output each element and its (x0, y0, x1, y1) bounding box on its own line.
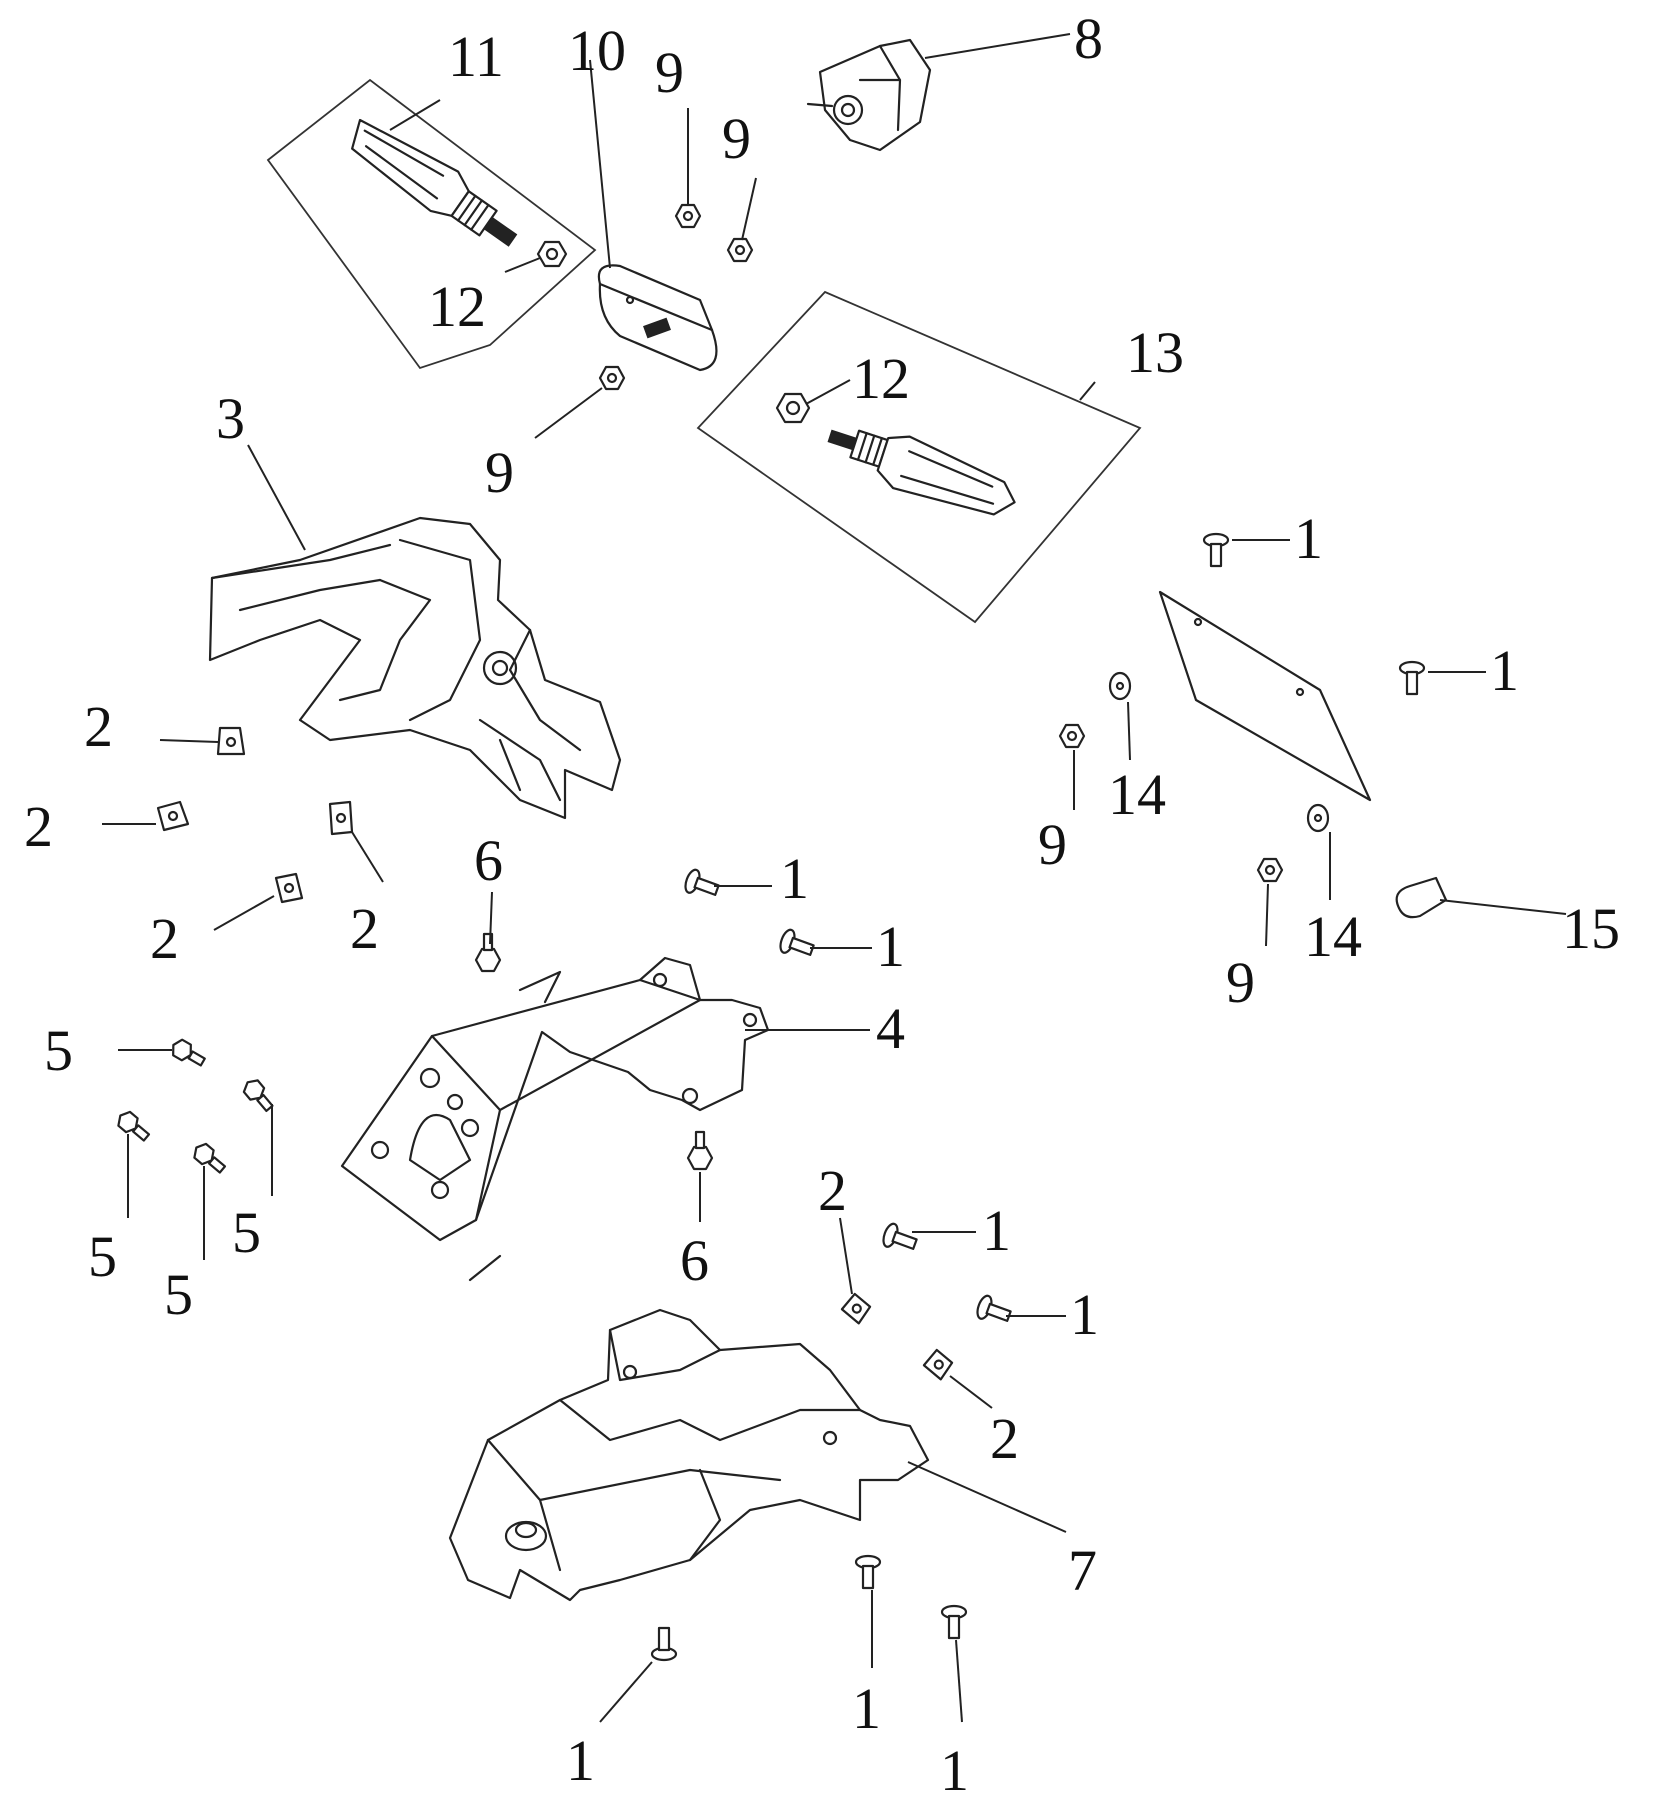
clip-nut-2-e (840, 1292, 872, 1325)
callout-9-top-b: 9 (722, 106, 751, 171)
nut-9-a (674, 203, 702, 229)
callout-6-bottom: 6 (680, 1228, 709, 1293)
flange-bolt-5-d (193, 1142, 227, 1174)
rear-cover-part-3 (208, 444, 622, 820)
callout-2-c: 2 (350, 896, 379, 961)
bolt-1-a (1202, 532, 1230, 568)
nut-9-e (1256, 857, 1284, 883)
callout-9-right-b: 9 (1226, 950, 1255, 1015)
turn-signal-left-assembly (266, 78, 597, 370)
callout-5-a: 5 (44, 1018, 73, 1083)
callout-1-i: 1 (566, 1728, 595, 1793)
callout-1-a: 1 (1294, 506, 1323, 571)
callout-9-right-a: 9 (1038, 812, 1067, 877)
washer-14-b (1306, 803, 1330, 833)
clip-nut-2-c (328, 800, 354, 836)
callout-13: 13 (1126, 320, 1184, 385)
callout-14-b: 14 (1304, 904, 1362, 969)
callout-1-d: 1 (876, 914, 905, 979)
callout-1-c: 1 (780, 846, 809, 911)
callout-9-top-a: 9 (655, 40, 684, 105)
callout-5-b: 5 (232, 1200, 261, 1265)
clip-nut-2-f (922, 1348, 954, 1381)
callout-5-c: 5 (88, 1224, 117, 1289)
callout-2-d: 2 (150, 906, 179, 971)
bolt-6-top (474, 932, 502, 973)
callout-1-h: 1 (940, 1738, 969, 1803)
clip-nut-2-a (216, 726, 246, 756)
nut-9-c (598, 365, 626, 391)
clip-nut-2-d (274, 872, 304, 904)
callout-5-d: 5 (164, 1262, 193, 1327)
callout-7: 7 (1068, 1538, 1097, 1603)
callout-1-b: 1 (1490, 638, 1519, 703)
callout-1-e: 1 (982, 1198, 1011, 1263)
bolt-1-b (1398, 660, 1426, 696)
nut-9-b (726, 237, 754, 263)
callout-12-left: 12 (428, 274, 486, 339)
callout-3: 3 (216, 386, 245, 451)
callout-6-top: 6 (474, 828, 503, 893)
bar-part-10 (589, 59, 718, 372)
callout-11: 11 (448, 24, 504, 89)
tail-light-part-8 (806, 33, 1071, 152)
bolt-1-d (779, 928, 815, 956)
turn-signal-right-assembly (696, 290, 1142, 624)
bolt-1-i (650, 1626, 678, 1662)
flange-bolt-5-b (242, 1079, 274, 1113)
callout-12-right: 12 (852, 346, 910, 411)
callout-9-mid: 9 (485, 440, 514, 505)
callout-2-a: 2 (84, 694, 113, 759)
callout-14-a: 14 (1108, 762, 1166, 827)
flange-bolt-5-a (172, 1038, 206, 1067)
callout-1-f: 1 (1070, 1282, 1099, 1347)
nut-12-right (775, 392, 811, 424)
nut-12-left (536, 240, 568, 268)
callout-2-f: 2 (990, 1406, 1019, 1471)
callout-8: 8 (1074, 6, 1103, 71)
bolt-1-c (684, 868, 720, 896)
callout-4: 4 (876, 996, 905, 1061)
bolt-6-bottom (686, 1130, 714, 1171)
callout-15: 15 (1562, 896, 1620, 961)
callout-10: 10 (568, 18, 626, 83)
bolt-1-g (854, 1554, 882, 1590)
callout-labels: 11 10 9 9 8 12 12 13 3 9 1 1 2 2 2 2 6 1… (24, 6, 1620, 1803)
bracket-part-4 (340, 956, 870, 1282)
nut-9-d (1058, 723, 1086, 749)
bolt-1-f (976, 1294, 1012, 1322)
rear-fender-part-7 (448, 1308, 1067, 1602)
bolt-1-e (882, 1222, 918, 1250)
callout-2-b: 2 (24, 794, 53, 859)
washer-14-a (1108, 671, 1132, 701)
clip-nut-2-b (156, 800, 190, 832)
callout-1-g: 1 (852, 1676, 881, 1741)
bolt-1-h (940, 1604, 968, 1640)
flange-bolt-5-c (117, 1110, 151, 1142)
license-plate-bracket (1158, 590, 1372, 802)
callout-2-e: 2 (818, 1158, 847, 1223)
reflector-part-15 (1395, 876, 1567, 919)
